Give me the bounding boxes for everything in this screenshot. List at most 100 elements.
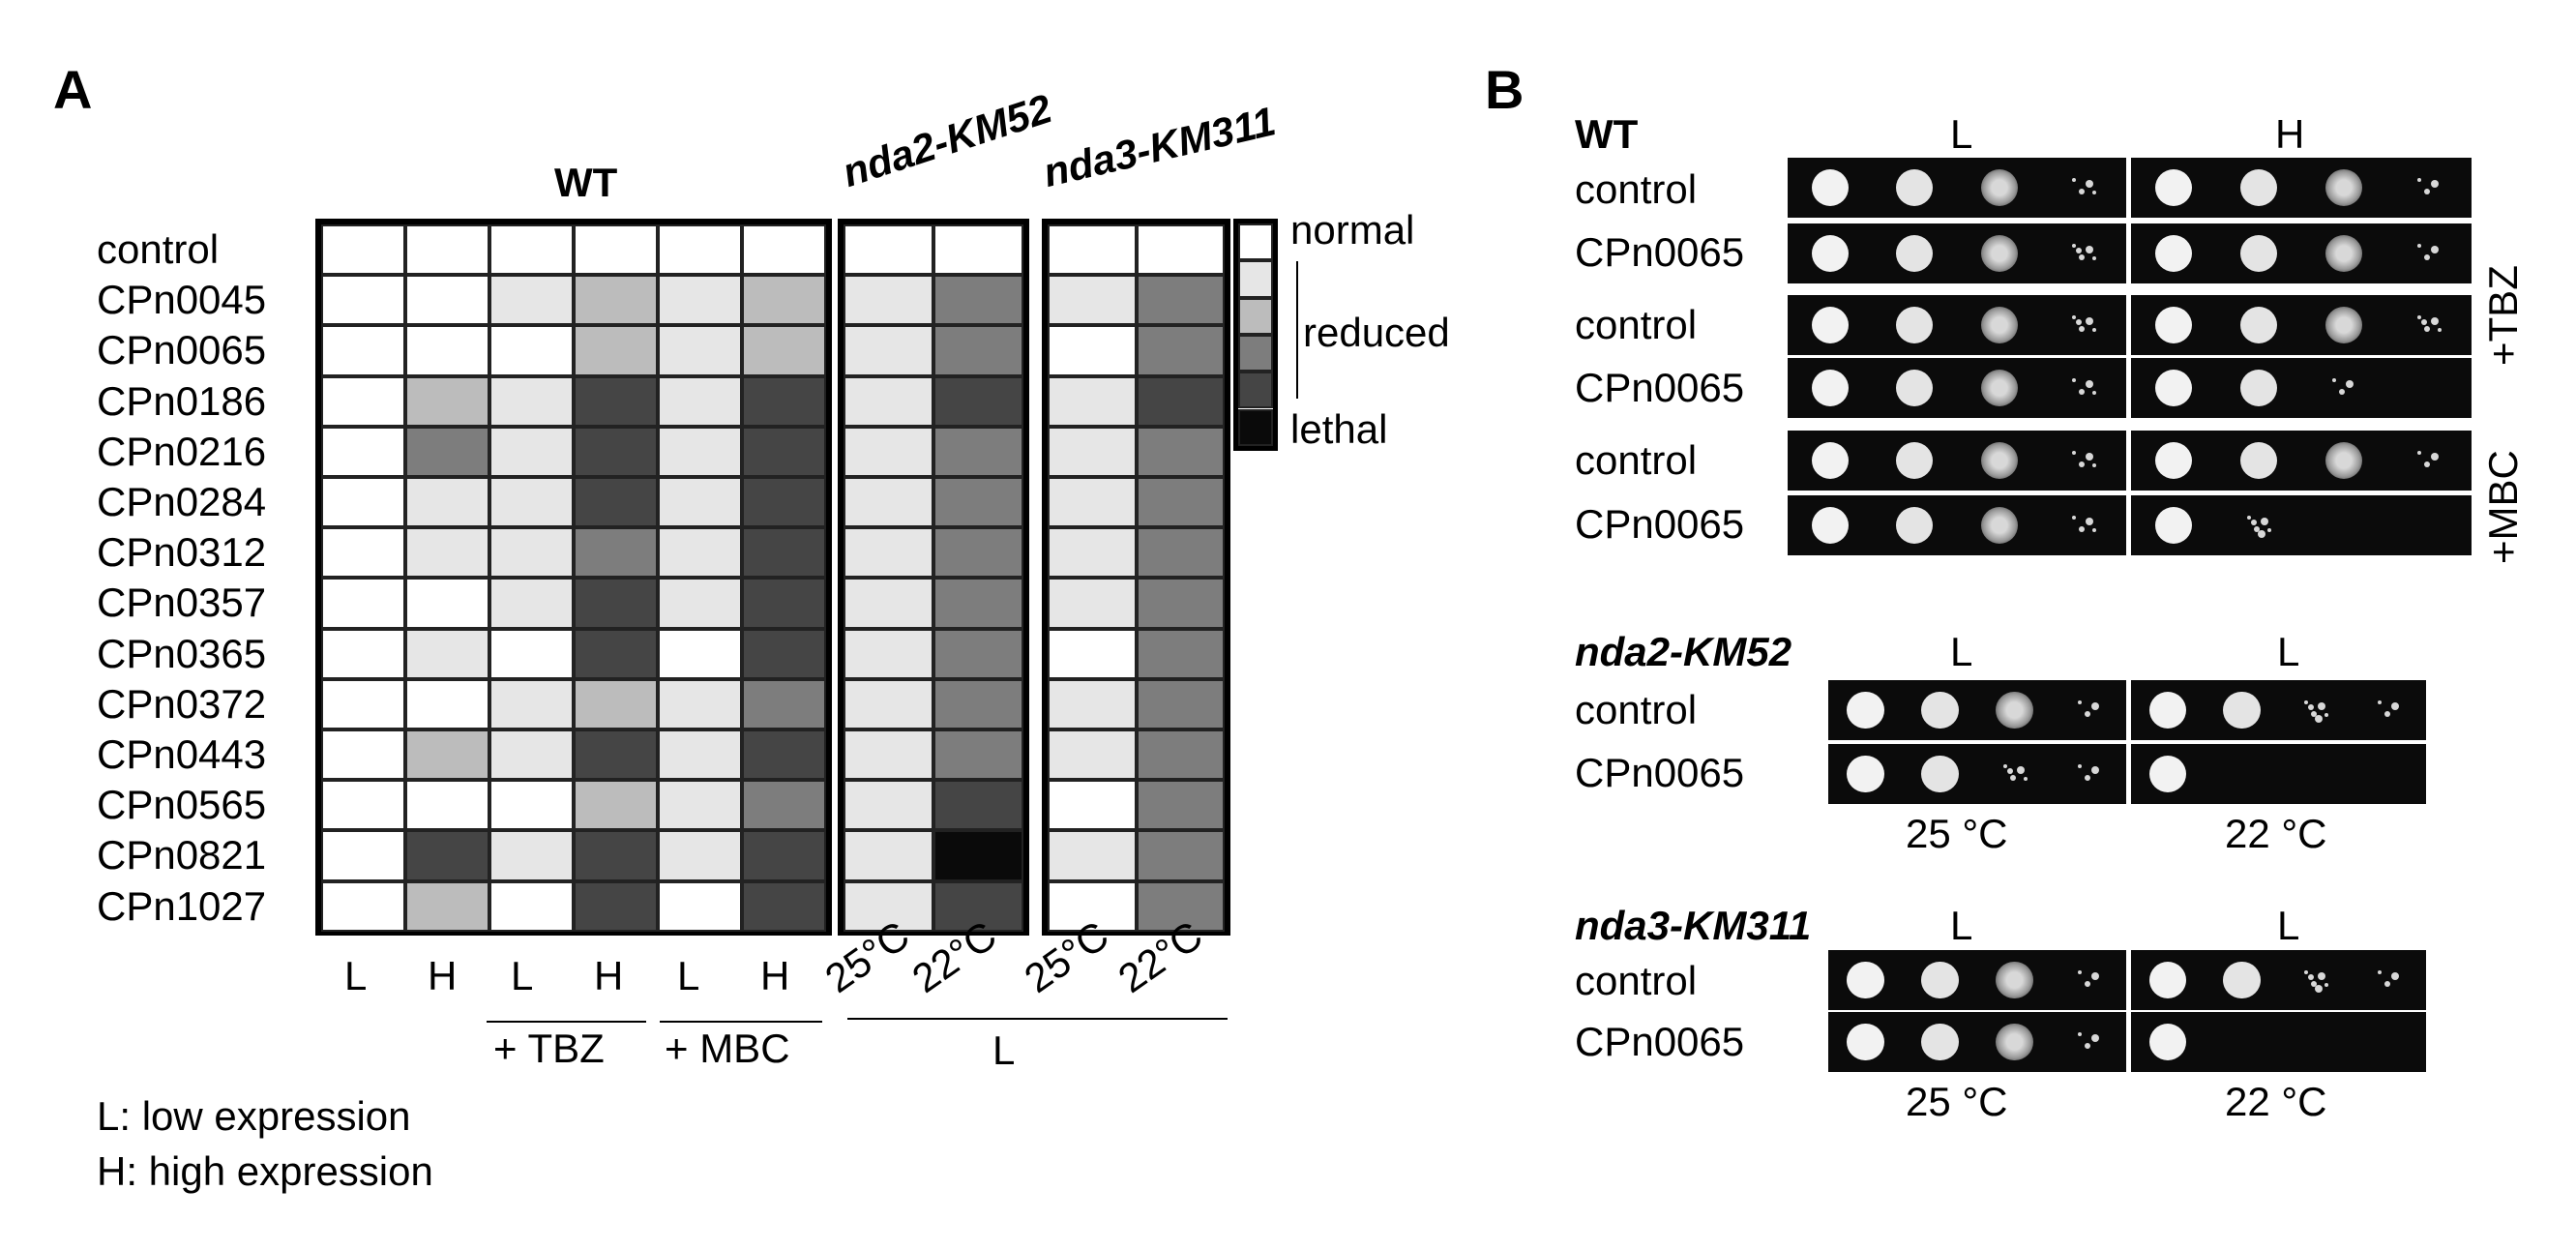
- yeast-colony: [2077, 700, 2082, 704]
- yeast-spot: [1980, 506, 2018, 545]
- wt-cell: [489, 375, 574, 427]
- yeast-colony: [2002, 764, 2007, 768]
- yeast-spot: [2239, 369, 2278, 407]
- wt-cell: [405, 527, 489, 579]
- wt-cell: [742, 780, 826, 831]
- wt-cell: [574, 426, 658, 477]
- nda3-cell: [1048, 325, 1137, 376]
- heatmap-row-label: CPn0065: [97, 327, 267, 373]
- nda2-cell: [933, 780, 1023, 831]
- wt-cell: [574, 880, 658, 932]
- yeast-spot: [1811, 168, 1849, 207]
- yeast-spot: [1811, 441, 1849, 480]
- yeast-spot: [2239, 441, 2278, 480]
- wt-cell: [405, 325, 489, 376]
- wt-cell: [742, 375, 826, 427]
- wt-cell: [321, 477, 405, 528]
- nda2-cell: [933, 426, 1023, 477]
- legend-bracket: [1296, 261, 1298, 399]
- yeast-colony: [2247, 516, 2251, 520]
- nda2-cell: [844, 729, 933, 781]
- wt-column-label: L: [511, 953, 534, 998]
- yeast-spot: [1980, 168, 2018, 207]
- yeast-colony: [2424, 254, 2430, 260]
- yeast-spot: [1996, 961, 2033, 999]
- wt-cell: [742, 678, 826, 729]
- yeast-spot: [1811, 506, 1849, 545]
- plate-photo: [2131, 680, 2426, 740]
- nda2-cell: [933, 224, 1023, 276]
- nda3-cell: [1136, 880, 1225, 932]
- nda2-cell: [844, 880, 933, 932]
- yeast-colony: [2332, 378, 2336, 382]
- yeast-colony: [2072, 378, 2077, 382]
- yeast-spot: [1996, 691, 2033, 729]
- heatmap-row-label: CPn0284: [97, 479, 267, 524]
- yeast-colony: [2086, 317, 2094, 325]
- yeast-spot: [1896, 369, 1934, 407]
- b-nda3-col-1: L: [2277, 903, 2300, 948]
- b-nda2-col-0: L: [1950, 629, 1973, 674]
- nda2-cell: [844, 275, 933, 326]
- heatmap-row-label: CPn0312: [97, 529, 267, 576]
- b-nda3-row-1: CPn0065: [1575, 1019, 1745, 1064]
- heatmap-row-label: CPn0216: [97, 428, 267, 474]
- wt-cell: [489, 628, 574, 679]
- b-wt-row-2: control: [1575, 302, 1698, 347]
- temp-underline: [847, 1018, 1228, 1020]
- b-nda2-title: nda2-KM52: [1575, 629, 1792, 674]
- nda3-cell: [1048, 527, 1137, 579]
- wt-cell: [321, 678, 405, 729]
- wt-cell: [658, 678, 742, 729]
- yeast-colony: [2079, 461, 2086, 467]
- plate-photo: [1828, 950, 2126, 1010]
- b-nda3-temp-1: 22 °C: [2225, 1079, 2327, 1124]
- wt-cell: [574, 275, 658, 326]
- footnote-high: H: high expression: [97, 1148, 433, 1194]
- nda2-heatmap: [838, 219, 1029, 936]
- wt-cell: [321, 729, 405, 781]
- yeast-colony: [2077, 764, 2082, 768]
- b-wt-row-1: CPn0065: [1575, 229, 1745, 275]
- yeast-spot: [1896, 306, 1934, 344]
- wt-cell: [321, 780, 405, 831]
- nda3-cell: [1048, 729, 1137, 781]
- wt-cell: [405, 880, 489, 932]
- yeast-colony: [2424, 326, 2430, 332]
- plate-photo: [2131, 158, 2472, 218]
- b-wt-row-0: control: [1575, 166, 1698, 212]
- wt-cell: [405, 375, 489, 427]
- b-nda3-row-0: control: [1575, 958, 1698, 1003]
- yeast-colony: [2077, 970, 2082, 974]
- nda3-cell: [1048, 830, 1137, 881]
- yeast-spot: [2154, 234, 2193, 273]
- nda2-cell: [844, 678, 933, 729]
- wt-cell: [405, 830, 489, 881]
- yeast-spot: [2154, 306, 2193, 344]
- yeast-colony: [2254, 526, 2260, 532]
- yeast-colony: [2390, 972, 2399, 980]
- nda3-cell: [1136, 426, 1225, 477]
- wt-cell: [574, 729, 658, 781]
- wt-cell: [489, 729, 574, 781]
- yeast-spot: [1921, 1023, 1959, 1061]
- plate-photo: [2131, 358, 2472, 418]
- footnote-low: L: low expression: [97, 1093, 411, 1139]
- b-nda2-row-0: control: [1575, 687, 1698, 732]
- yeast-spot: [2239, 234, 2278, 273]
- nda3-cell: [1136, 780, 1225, 831]
- yeast-colony: [2346, 380, 2354, 388]
- yeast-spot: [2324, 168, 2363, 207]
- yeast-colony: [2310, 711, 2317, 717]
- wt-cell: [405, 628, 489, 679]
- yeast-spot: [2148, 961, 2187, 999]
- nda3-cell: [1136, 678, 1225, 729]
- plate-photo: [2131, 1012, 2426, 1072]
- wt-cell: [489, 880, 574, 932]
- yeast-colony: [2310, 981, 2317, 987]
- nda2-cell: [844, 578, 933, 629]
- yeast-spot: [2148, 1023, 2187, 1061]
- wt-cell: [574, 830, 658, 881]
- wt-cell: [742, 325, 826, 376]
- yeast-colony: [2023, 777, 2028, 781]
